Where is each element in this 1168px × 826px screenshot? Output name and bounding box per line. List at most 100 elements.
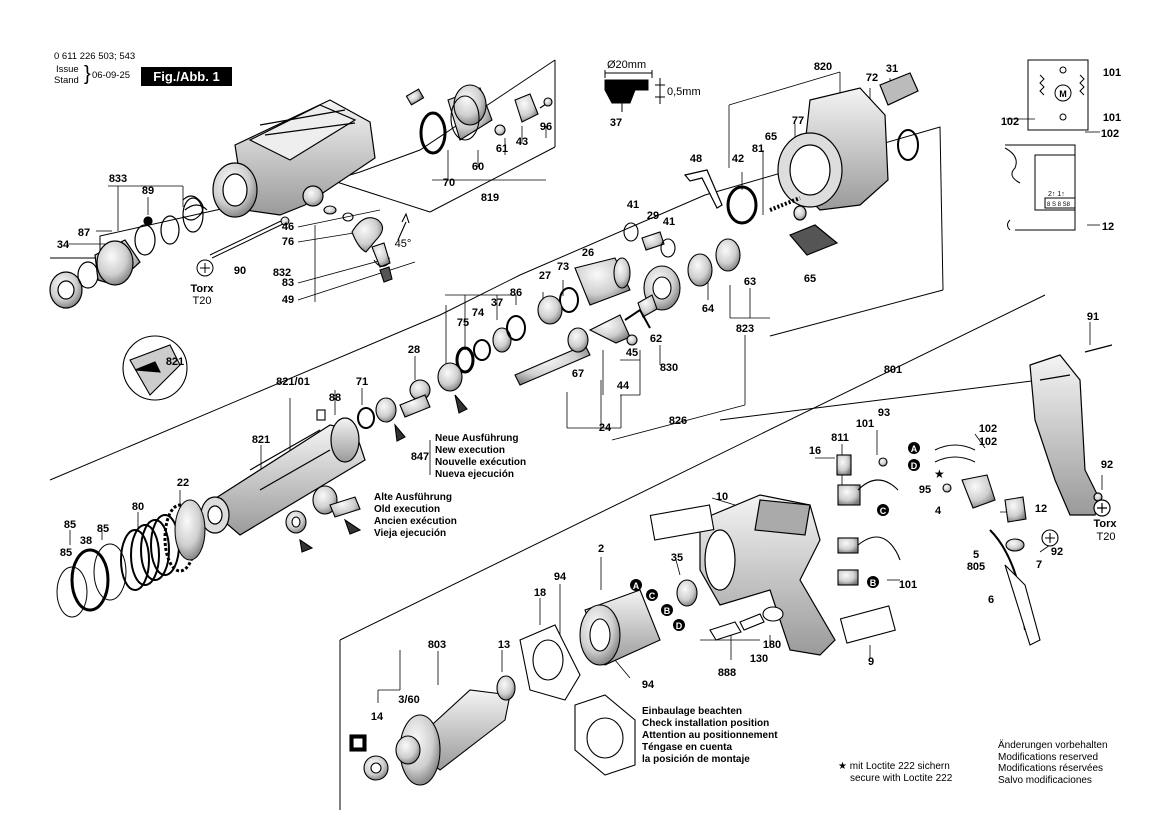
- torx-size-label: T20: [193, 295, 212, 307]
- part-label: 811: [831, 432, 849, 444]
- old-execution-parts: [285, 485, 362, 553]
- part-label: 130: [750, 653, 768, 665]
- torx-size-label: T20: [1097, 531, 1116, 543]
- part-label: 77: [792, 115, 804, 127]
- part-label: 37: [610, 117, 622, 129]
- part-label: 180: [763, 639, 781, 651]
- part-label: 45°: [395, 238, 412, 250]
- marker-b2: B: [664, 606, 671, 616]
- part-label: 86: [510, 287, 522, 299]
- part-label: 26: [582, 247, 594, 259]
- part-label: 16: [809, 445, 821, 457]
- part-label: 821/01: [276, 376, 310, 388]
- torx-labels: Torx T20 Torx T20: [190, 283, 1117, 543]
- armature-3-60: [349, 675, 516, 786]
- torx-label: Torx: [190, 283, 214, 295]
- part-label: 85: [64, 519, 76, 531]
- part-label: 90: [234, 265, 246, 277]
- part-label: 821: [252, 434, 270, 446]
- assembly-frames: [49, 59, 1046, 810]
- part-label: 13: [498, 639, 510, 651]
- part-label: 35: [671, 552, 683, 564]
- part-label: 61: [496, 143, 508, 155]
- parts-70-96: [405, 84, 553, 155]
- washer-37-detail: [604, 70, 665, 112]
- part-label: 41: [627, 199, 639, 211]
- part-label: 74: [472, 307, 485, 319]
- part-label: 91: [1087, 311, 1099, 323]
- part-label: 37: [491, 297, 503, 309]
- bolt-90: [196, 216, 290, 277]
- part-label: 34: [57, 239, 70, 251]
- part-label: 14: [371, 711, 384, 723]
- part-label: 67: [572, 368, 584, 380]
- part-label: 85: [60, 547, 72, 559]
- part-label: 803: [428, 639, 446, 651]
- part-label: 75: [457, 317, 469, 329]
- part-label: 823: [736, 323, 754, 335]
- misc-symbols: ★ M 2↑ 1↑ 8 S 8 S8: [934, 89, 1071, 481]
- part-label: 102: [1101, 128, 1119, 140]
- part-label: 93: [878, 407, 890, 419]
- diameter-label: Ø20mm: [607, 59, 646, 71]
- marker-c1: C: [880, 506, 887, 516]
- wiring-diagram-12: [1004, 59, 1089, 231]
- part-label: 49: [282, 294, 294, 306]
- gear-housing-820: [683, 72, 919, 256]
- part-label: 45: [626, 347, 638, 359]
- part-label: 81: [752, 143, 764, 155]
- part-label: 9: [868, 656, 874, 668]
- part-label: 830: [660, 362, 678, 374]
- chuck-parts: [49, 195, 208, 309]
- part-label: 88: [329, 392, 341, 404]
- marker-d1: D: [911, 461, 918, 471]
- part-label: 4: [935, 505, 942, 517]
- part-label: 89: [142, 185, 154, 197]
- part-label: 41: [663, 216, 675, 228]
- callout-leaders: [67, 71, 1103, 703]
- part-label: 2: [598, 543, 604, 555]
- terminal-top-label: 2↑ 1↑: [1048, 191, 1065, 198]
- part-label: 80: [132, 501, 144, 513]
- part-label: 101: [1103, 112, 1121, 124]
- issue-label: Issue: [56, 64, 79, 75]
- part-label: 72: [866, 72, 878, 84]
- part-label: 71: [356, 376, 368, 388]
- part-label: 847: [411, 451, 429, 463]
- new-execution-note: Neue Ausführung New execution Nouvelle e…: [435, 433, 527, 480]
- part-label: 102: [1001, 116, 1019, 128]
- part-label: 101: [899, 579, 917, 591]
- hammer-tube-821: [200, 417, 366, 536]
- part-label: 801: [884, 364, 902, 376]
- part-label: 27: [539, 270, 551, 282]
- part-label: 46: [282, 221, 294, 233]
- part-label: 820: [814, 61, 832, 73]
- dimension-labels: Ø20mm 0,5mm: [607, 59, 701, 98]
- part-label: 819: [481, 192, 499, 204]
- part-label: 92: [1051, 546, 1063, 558]
- part-label: 64: [702, 303, 715, 315]
- part-label: 12: [1102, 221, 1114, 233]
- part-label: 65: [804, 273, 816, 285]
- intermediate-parts: [316, 315, 526, 442]
- springs-80: [56, 499, 206, 618]
- part-label: 65: [765, 131, 777, 143]
- part-label: 70: [443, 177, 455, 189]
- old-execution-note: Alte Ausführung Old execution Ancien exé…: [374, 492, 457, 539]
- marker-c2: C: [649, 591, 656, 601]
- part-label: 29: [647, 210, 659, 222]
- installation-note: Einbaulage beachten Check installation p…: [642, 706, 778, 765]
- part-label: 22: [177, 477, 189, 489]
- part-label: 833: [109, 173, 127, 185]
- loctite-note: ★ mit Loctite 222 sichern secure with Lo…: [838, 761, 953, 784]
- part-label: 826: [669, 415, 687, 427]
- part-label: 85: [97, 523, 109, 535]
- thickness-label: 0,5mm: [667, 86, 701, 98]
- part-label: 102: [979, 423, 997, 435]
- part-label: 94: [554, 571, 567, 583]
- electrical-parts: [836, 444, 1059, 646]
- part-label: 48: [690, 153, 702, 165]
- part-label: 832: [273, 267, 291, 279]
